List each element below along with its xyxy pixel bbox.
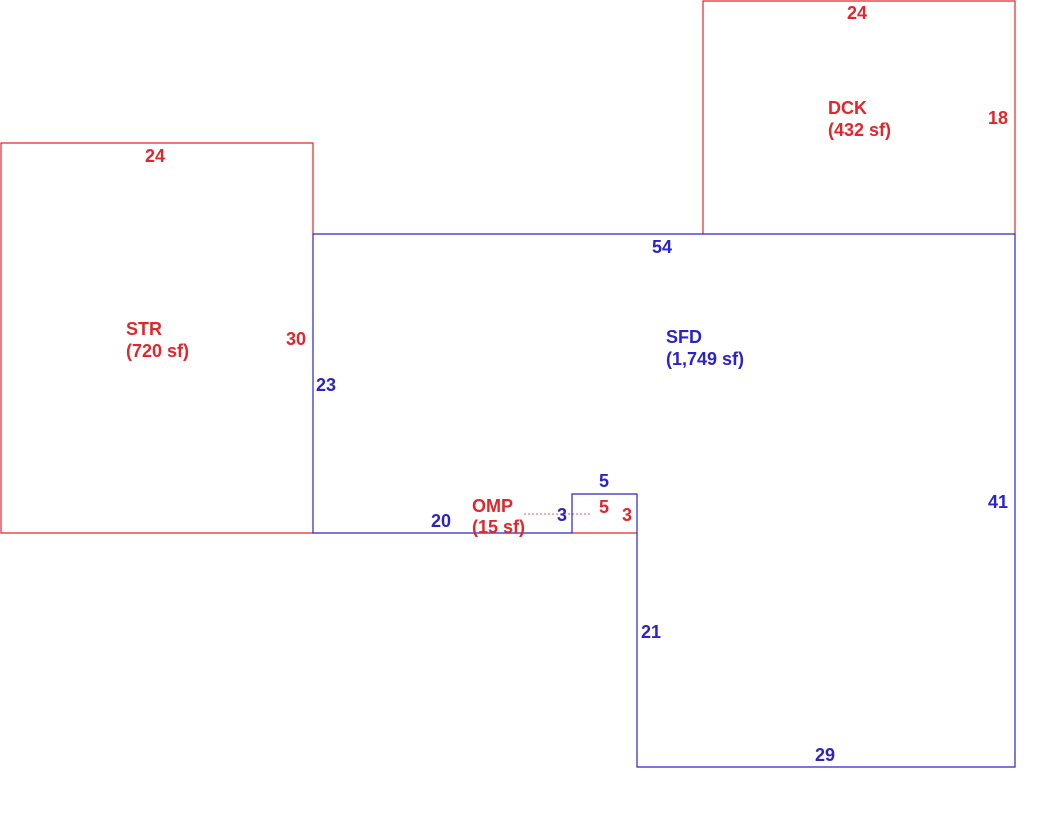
omp-code-label: OMP [472,496,513,516]
omp-area-label: (15 sf) [472,517,525,537]
sfd-dim-bottom: 29 [815,745,835,765]
sfd-dim-notch-left: 3 [557,505,567,525]
omp-dim-width: 5 [599,497,609,517]
str-area-label: (720 sf) [126,341,189,361]
omp-dim-right: 3 [622,505,632,525]
dck-outline [702,0,1016,234]
str-dim-top: 24 [145,146,165,166]
sfd-dim-right: 41 [988,492,1008,512]
str-outline [0,142,314,534]
str-code-label: STR [126,319,162,339]
sfd-area-label: (1,749 sf) [666,349,744,369]
sfd-dim-notch-drop: 21 [641,622,661,642]
sfd-code-label: SFD [666,327,702,347]
sfd-dim-bottom-left: 20 [431,511,451,531]
dck-area-label: (432 sf) [828,120,891,140]
sfd-outline [312,233,1016,768]
sfd-dim-left: 23 [316,375,336,395]
sfd-dim-notch-top: 5 [599,471,609,491]
str-dim-right: 30 [286,329,306,349]
dck-dim-top: 24 [847,3,867,23]
sfd-dim-top: 54 [652,237,672,257]
dck-dim-right: 18 [988,108,1008,128]
dck-code-label: DCK [828,98,867,118]
